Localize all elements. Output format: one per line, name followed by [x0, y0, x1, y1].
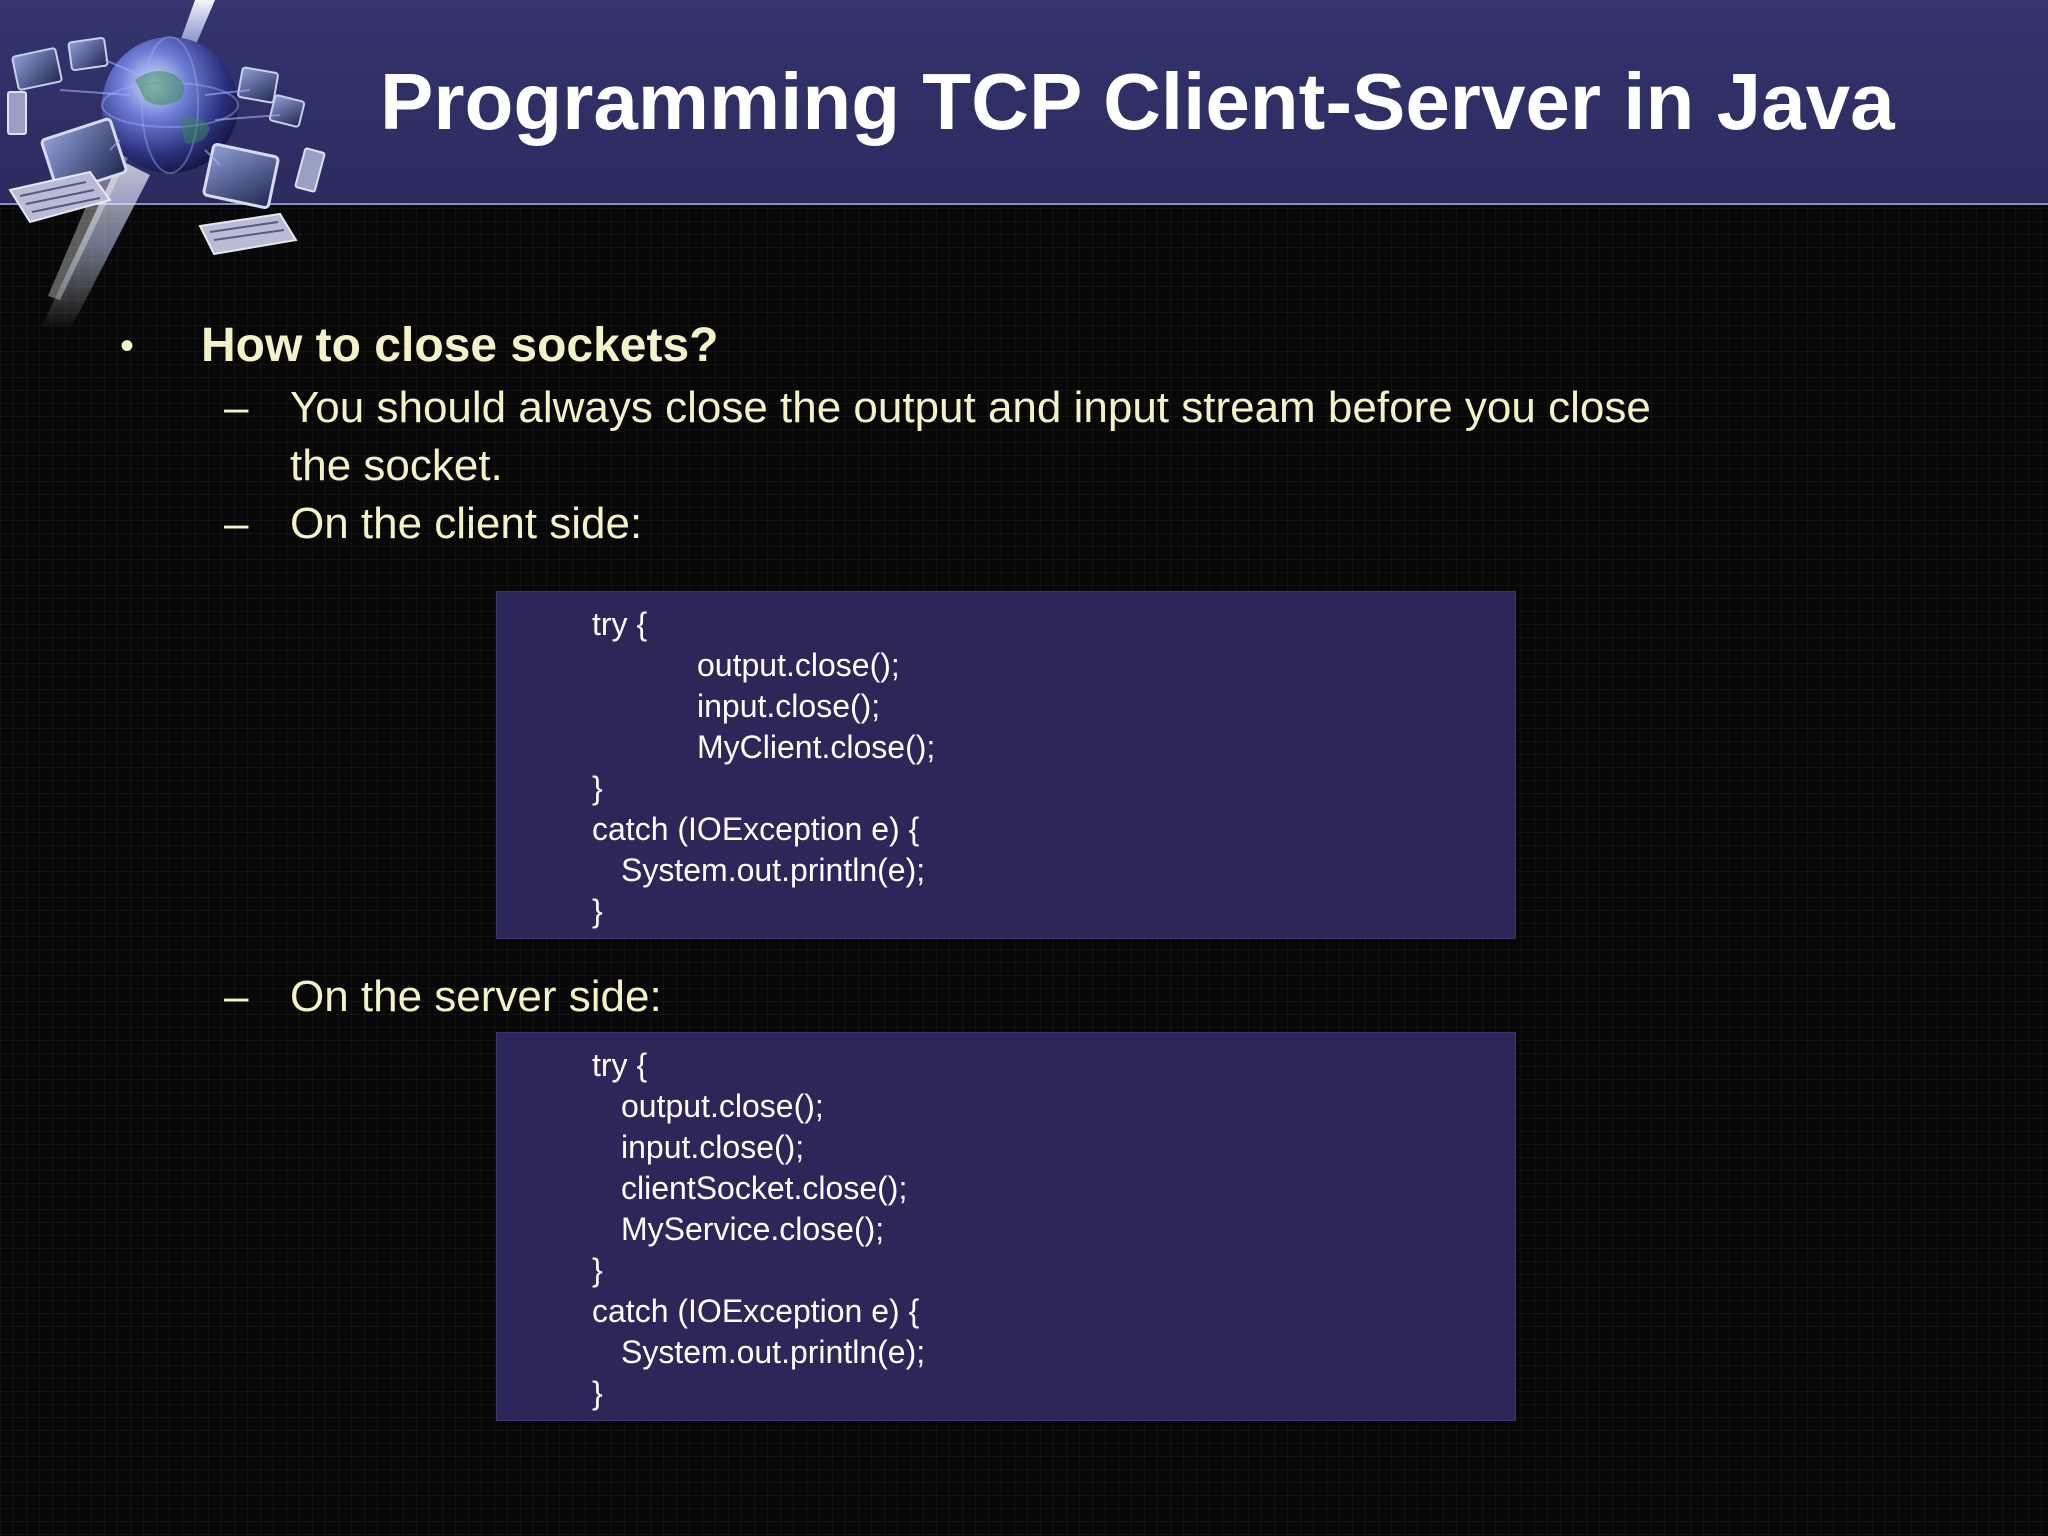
code-line: clientSocket.close(); — [621, 1170, 908, 1206]
code-line: MyClient.close(); — [697, 729, 936, 765]
server-code-block: try { output.close(); input.close(); cli… — [496, 1032, 1516, 1421]
slide-title: Programming TCP Client-Server in Java — [380, 57, 1895, 146]
sub-bullet-dash: – — [224, 383, 249, 432]
client-code-block: try { output.close(); input.close(); MyC… — [496, 591, 1516, 939]
code-line: try { — [592, 606, 648, 642]
bullet-heading: How to close sockets? — [201, 319, 719, 372]
code-line: MyService.close(); — [621, 1211, 885, 1247]
code-line: } — [592, 1252, 603, 1288]
code-line: output.close(); — [621, 1088, 824, 1124]
code-line: System.out.println(e); — [621, 1334, 926, 1370]
sub-bullet-dash: – — [224, 499, 249, 548]
code-line: input.close(); — [621, 1129, 805, 1165]
code-line: } — [592, 893, 603, 929]
code-line: output.close(); — [697, 647, 900, 683]
sub-bullet-dash: – — [224, 972, 249, 1021]
sub-bullet-text: You should always close the output and i… — [290, 383, 1651, 432]
code-line: catch (IOException e) { — [592, 1293, 920, 1329]
sub-bullet-client-side: On the client side: — [290, 499, 643, 548]
code-line: System.out.println(e); — [621, 852, 926, 888]
sub-bullet-text-continuation: the socket. — [290, 441, 503, 490]
code-line: } — [592, 1375, 603, 1411]
sub-bullet-server-side: On the server side: — [290, 972, 662, 1021]
title-bar: Programming TCP Client-Server in Java — [0, 0, 2048, 205]
code-line: input.close(); — [697, 688, 881, 724]
code-line: try { — [592, 1047, 648, 1083]
code-line: } — [592, 770, 603, 806]
bullet-marker: • — [120, 324, 135, 368]
globe-network-logo-icon — [7, 0, 326, 330]
code-line: catch (IOException e) { — [592, 811, 920, 847]
